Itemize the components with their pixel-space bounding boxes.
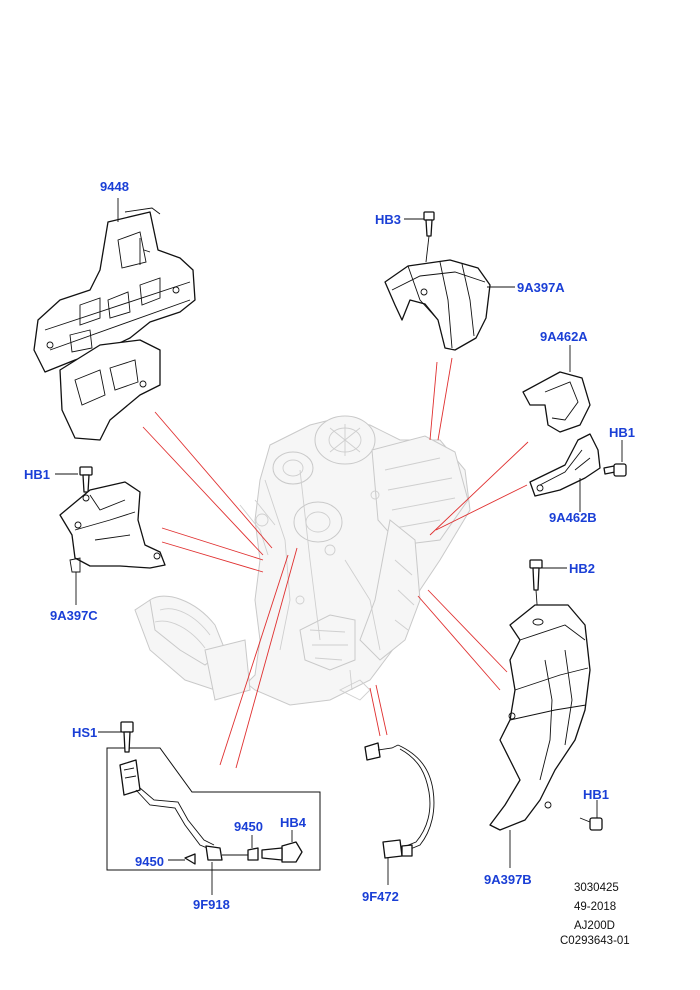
bracket-9a462a: [522, 345, 591, 433]
callout-hb1-left: HB1: [24, 467, 50, 482]
callout-9a462a: 9A462A: [540, 329, 588, 344]
callout-9a462b: 9A462B: [549, 510, 597, 525]
heat-shield-9448: [33, 198, 196, 441]
callout-hb2: HB2: [569, 561, 595, 576]
callout-hb1-lower: HB1: [583, 787, 609, 802]
engine-assembly-ghost: [134, 415, 471, 706]
heat-shield-9a397b: [489, 604, 591, 868]
bolt-hb1-lower: [579, 800, 603, 831]
heat-shield-9a397c: [59, 481, 166, 605]
heat-shield-9a397a: [384, 259, 515, 351]
callout-hb1-right: HB1: [609, 425, 635, 440]
bolt-hb1-right: [603, 440, 627, 477]
reference-line-1: 3030425: [574, 882, 619, 894]
callout-9448: 9448: [100, 179, 129, 194]
callout-9a397a: 9A397A: [517, 280, 565, 295]
callout-9450-top: 9450: [234, 819, 263, 834]
bolt-hb3: [404, 211, 435, 263]
bolt-hb2: [529, 559, 567, 619]
callout-hb4: HB4: [280, 815, 307, 830]
reference-block: 3030425 49-2018 AJ200D C0293643-01: [560, 882, 630, 947]
reference-line-2: 49-2018: [574, 901, 616, 913]
reference-line-4: C0293643-01: [560, 935, 630, 947]
callout-9f918: 9F918: [193, 897, 230, 912]
callout-9f472: 9F472: [362, 889, 399, 904]
callout-hs1: HS1: [72, 725, 97, 740]
kit-9f918: [98, 721, 321, 895]
bolt-hb1-left: [55, 466, 93, 493]
callout-9a397b: 9A397B: [484, 872, 532, 887]
callout-9a397c: 9A397C: [50, 608, 98, 623]
callout-hb3: HB3: [375, 212, 401, 227]
callout-9450-left: 9450: [135, 854, 164, 869]
indicator-lines: [142, 357, 529, 769]
bracket-9a462b: [529, 433, 601, 512]
reference-line-3: AJ200D: [574, 920, 615, 932]
sensor-9f472: [364, 742, 435, 885]
